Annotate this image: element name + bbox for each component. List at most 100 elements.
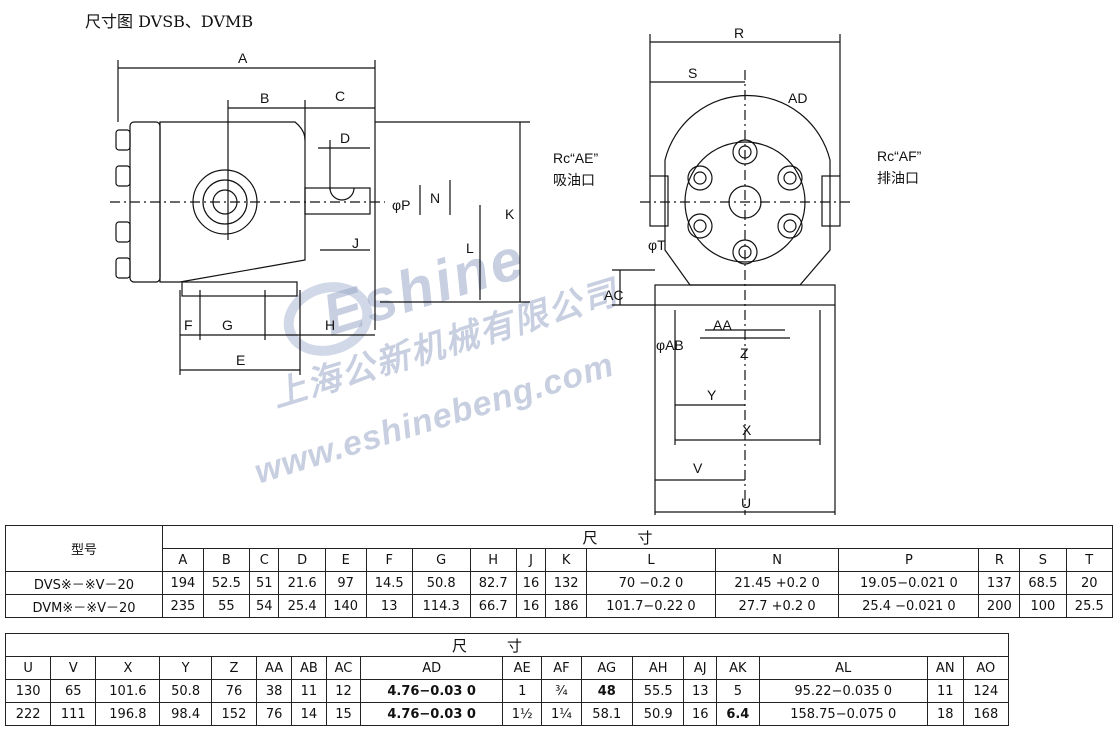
col-header: E: [324, 548, 367, 572]
table-cell: 130: [4, 679, 52, 703]
table-cell: 152: [210, 702, 258, 726]
dim-label-V: V: [693, 460, 703, 476]
table-cell: 6.4: [716, 702, 760, 726]
model-cell: DVS※－※V－20: [5, 571, 163, 595]
col-header: U: [4, 656, 52, 680]
table-row: 130 65 101.6 50.8 76 38 11 12 4.76−0.03 …: [4, 679, 1010, 703]
table-cell: 19.05−0.021 0: [838, 571, 980, 595]
outlet-port: [821, 175, 841, 227]
table-cell: 196.8: [95, 702, 161, 726]
table-cell: 16: [515, 594, 547, 618]
dim-label-K: K: [505, 206, 515, 222]
table-cell: ¾: [541, 679, 582, 703]
col-header: N: [714, 548, 840, 572]
table-cell: 25.5: [1065, 594, 1114, 618]
col-header: G: [411, 548, 471, 572]
table-cell: 15: [325, 702, 362, 726]
col-header: F: [365, 548, 413, 572]
col-header: V: [50, 656, 97, 680]
col-header: AA: [256, 656, 293, 680]
table-cell: 200: [978, 594, 1021, 618]
col-header: AE: [502, 656, 543, 680]
table-row: 222 111 196.8 98.4 152 76 14 15 4.76−0.0…: [4, 702, 1010, 726]
table-cell: 38: [256, 679, 293, 703]
col-header: S: [1019, 548, 1067, 572]
table-cell: 50.8: [159, 679, 212, 703]
col-header: H: [469, 548, 517, 572]
port-af-code: Rc“AF”: [877, 148, 922, 164]
table-cell: 70 −0.2 0: [585, 571, 716, 595]
table-cell: 1: [502, 679, 543, 703]
table-cell: 54: [249, 594, 280, 618]
dim-label-A: A: [238, 50, 248, 66]
table-cell: 222: [4, 702, 52, 726]
spec-table-2: 尺寸 U V X Y Z AA AB AC AD AE AF AG AH AJ …: [4, 633, 1010, 726]
table-cell: 11: [926, 679, 964, 703]
col-header: AH: [631, 656, 685, 680]
col-header: C: [249, 548, 280, 572]
col-header: B: [202, 548, 251, 572]
table-cell: 50.9: [631, 702, 685, 726]
col-header: AD: [360, 656, 504, 680]
table-cell: 51: [249, 571, 280, 595]
table-cell: 50.8: [411, 571, 471, 595]
col-header: AG: [580, 656, 634, 680]
table-cell: 66.7: [469, 594, 517, 618]
table-cell: 140: [324, 594, 367, 618]
table-cell: 14.5: [365, 571, 413, 595]
table-cell: 12: [325, 679, 362, 703]
table-cell: 27.7 +0.2 0: [714, 594, 840, 618]
table-cell: 4.76−0.03 0: [360, 679, 504, 703]
table-cell: 55.5: [631, 679, 685, 703]
table-cell: 76: [210, 679, 258, 703]
front-body: [664, 94, 831, 286]
size-header: 尺寸: [5, 633, 1009, 657]
col-header: X: [95, 656, 161, 680]
col-header: P: [838, 548, 980, 572]
col-header: AF: [541, 656, 582, 680]
dim-label-H: H: [325, 317, 335, 333]
dim-label-AD: AD: [788, 90, 807, 106]
table-cell: 13: [365, 594, 413, 618]
col-header: D: [278, 548, 326, 572]
table-cell: 98.4: [159, 702, 212, 726]
col-header: A: [162, 548, 204, 572]
dim-label-Y: Y: [707, 387, 717, 403]
port-ae-text: 吸油口: [553, 172, 595, 188]
col-header: L: [585, 548, 716, 572]
table-cell: 194: [162, 571, 204, 595]
pump-shaft: [304, 187, 371, 215]
col-header: AK: [716, 656, 760, 680]
table-cell: 55: [202, 594, 251, 618]
pump-body: [159, 121, 306, 283]
table-cell: 11: [291, 679, 327, 703]
dim-label-X: X: [742, 422, 752, 438]
dim-label-AA: AA: [713, 317, 732, 333]
dim-label-Z: Z: [740, 345, 749, 361]
col-header: J: [515, 548, 547, 572]
table-cell: 68.5: [1019, 571, 1067, 595]
table-cell: 82.7: [469, 571, 517, 595]
table-cell: 101.6: [95, 679, 161, 703]
col-header: AJ: [683, 656, 718, 680]
port-ae-code: Rc“AE”: [553, 150, 598, 166]
dim-label-U: U: [741, 495, 751, 511]
table-cell: 168: [962, 702, 1010, 726]
table-cell: 20: [1065, 571, 1114, 595]
size-header: 尺寸: [162, 525, 1113, 549]
table-cell: 52.5: [202, 571, 251, 595]
table-cell: 101.7−0.22 0: [585, 594, 716, 618]
dim-label-F: F: [184, 317, 193, 333]
table-cell: 25.4 −0.021 0: [838, 594, 980, 618]
col-header: AL: [758, 656, 928, 680]
table-cell: 158.75−0.075 0: [758, 702, 928, 726]
table-cell: 97: [324, 571, 367, 595]
col-header: AO: [962, 656, 1010, 680]
table-cell: 13: [683, 679, 718, 703]
model-cell: DVM※－※V－20: [5, 594, 163, 618]
dim-label-R: R: [734, 25, 744, 41]
dim-label-P: φP: [392, 197, 410, 213]
table-cell: 21.6: [278, 571, 326, 595]
dim-label-B: B: [260, 90, 269, 106]
col-header: Y: [159, 656, 212, 680]
